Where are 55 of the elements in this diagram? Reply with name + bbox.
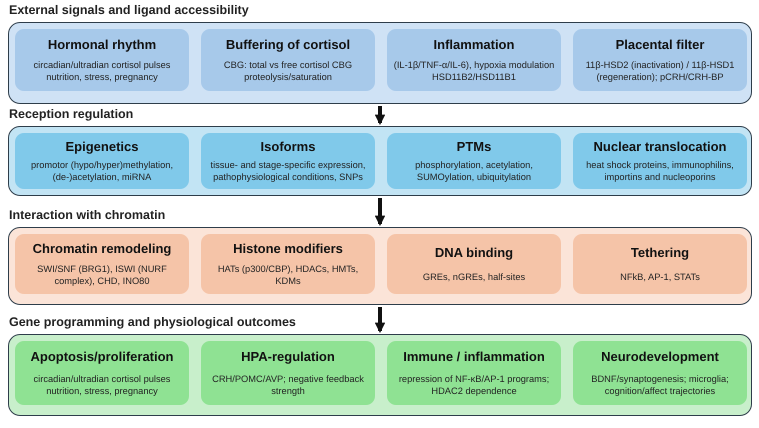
- card-title: Apoptosis/proliferation: [30, 349, 174, 364]
- card-title: Chromatin remodeling: [32, 240, 172, 256]
- card-description: SWI/SNF (BRG1), ISWI (NURF complex), CHD, INO80: [36, 262, 168, 288]
- category-card: [15, 234, 189, 294]
- card-title: Epigenetics: [66, 138, 138, 154]
- category-card: [15, 341, 189, 405]
- card-title: HPA-regulation: [241, 349, 335, 364]
- category-card: [15, 133, 189, 189]
- arrow: [374, 307, 386, 334]
- arrow: [374, 198, 386, 226]
- card-title: Nuclear translocation: [594, 138, 726, 154]
- category-card: [573, 29, 747, 91]
- card-description: HATs (p300/CBP), HDACs, HMTs, KDMs: [216, 262, 360, 288]
- card-description: circadian/ultradian cortisol pulses nutrition, stress, pregnancy: [32, 59, 172, 84]
- arrow: [374, 106, 386, 126]
- category-card: [387, 133, 561, 189]
- card-description: promotor (hypo/hyper)methylation, (de-)acetylation, miRNA: [30, 159, 174, 184]
- card-description: tissue- and stage-specific expression, pathophysiological conditions, SNPs: [209, 159, 367, 184]
- card-title: Isoforms: [260, 138, 316, 154]
- card-title: Buffering of cortisol: [226, 36, 350, 52]
- card-title: Histone modifiers: [233, 240, 343, 256]
- card-description: BDNF/synaptogenesis; microglia; cognition/affect trajectories: [590, 372, 730, 397]
- card-description: NFkB, AP-1, STATs: [620, 270, 700, 284]
- category-card: [15, 29, 189, 91]
- card-description: circadian/ultradian cortisol pulses nutrition, stress, pregnancy: [32, 372, 172, 397]
- card-description: heat shock proteins, immunophilins, importins and nucleoporins: [585, 159, 735, 184]
- category-card: [573, 234, 747, 294]
- card-description: CRH/POMC/AVP; negative feedback strength: [211, 372, 365, 397]
- card-title: Placental filter: [616, 36, 704, 52]
- card-title: PTMs: [456, 138, 492, 154]
- card-description: (IL-1β/TNF-α/IL-6), hypoxia modulation HSD11B2/HSD11B1: [393, 59, 555, 84]
- card-description: CBG: total vs free cortisol CBG proteolysis/saturation: [222, 59, 354, 84]
- card-description: 11β-HSD2 (inactivation) / 11β-HSD1 (regeneration); pCRH/CRH-BP: [584, 59, 736, 84]
- category-card: [387, 29, 561, 91]
- category-card: [387, 341, 561, 405]
- category-card: [201, 341, 375, 405]
- card-title: Neurodevelopment: [601, 349, 719, 364]
- section-heading: Gene programming and physiological outcomes: [9, 315, 296, 329]
- category-card: [201, 234, 375, 294]
- card-description: repression of NF-κB/AP-1 programs; HDAC2 dependence: [398, 372, 550, 397]
- category-card: [573, 133, 747, 189]
- card-title: Immune / inflammation: [403, 349, 545, 364]
- section-heading: Reception regulation: [9, 107, 134, 121]
- category-card: [201, 133, 375, 189]
- card-title: DNA binding: [434, 244, 514, 260]
- section-heading: Interaction with chromatin: [9, 208, 166, 222]
- card-title: Inflammation: [434, 36, 514, 52]
- category-card: [201, 29, 375, 91]
- card-title: Hormonal rhythm: [48, 36, 156, 52]
- card-description: GREs, nGREs, half-sites: [422, 270, 526, 284]
- section-heading: External signals and ligand accessibility: [9, 3, 249, 17]
- card-description: phosphorylation, acetylation, SUMOylation, ubiquitylation: [414, 159, 534, 184]
- category-card: [387, 234, 561, 294]
- category-card: [573, 341, 747, 405]
- card-title: Tethering: [630, 244, 690, 260]
